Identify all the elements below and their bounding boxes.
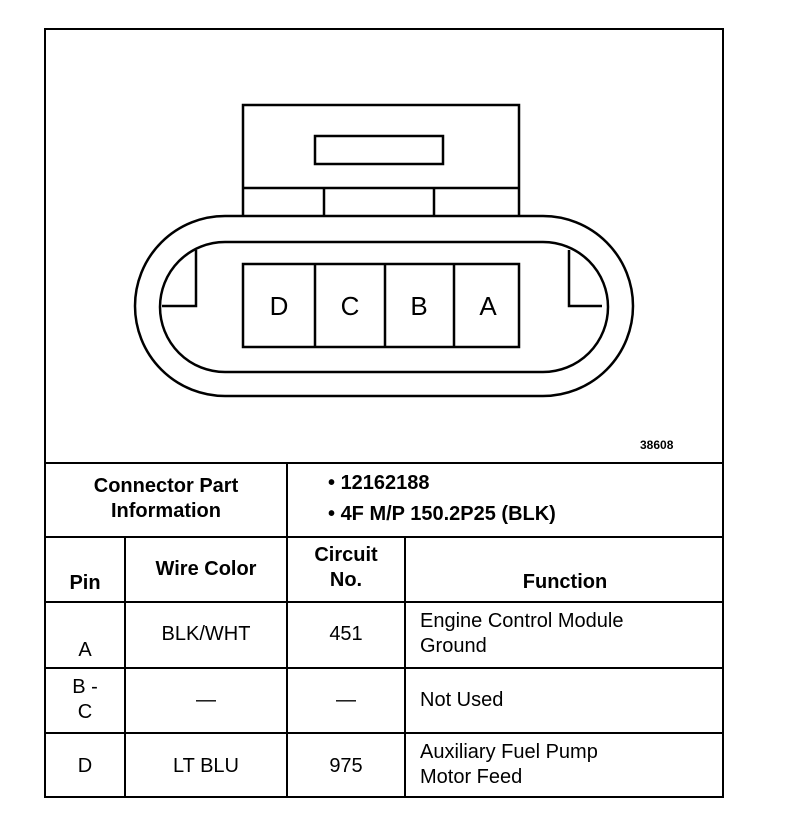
- row-bc-pin: B - C: [72, 676, 98, 723]
- row-d-function: Auxiliary Fuel Pump Motor Feed: [420, 741, 598, 788]
- header-function: Function: [522, 571, 608, 593]
- pin-label-a: A: [479, 291, 497, 321]
- grid-line: [44, 732, 724, 734]
- row-a-wire-color: BLK/WHT: [161, 623, 251, 645]
- grid-line: [286, 462, 288, 798]
- header-circuit-no: Circuit No.: [314, 544, 378, 591]
- row-bc-circuit: —: [336, 689, 356, 711]
- row-d-pin: D: [77, 755, 93, 777]
- grid-line: [44, 536, 724, 538]
- part-number: 12162188: [340, 472, 430, 494]
- figure-id: 38608: [640, 438, 674, 452]
- header-wire-color: Wire Color: [155, 558, 257, 580]
- pin-label-d: D: [270, 291, 289, 321]
- row-bc-function: Not Used: [420, 689, 504, 711]
- pin-label-c: C: [341, 291, 360, 321]
- left-key: [162, 250, 198, 308]
- latch-slot: [313, 134, 445, 166]
- row-a-pin: A: [78, 639, 92, 661]
- row-a-circuit: 451: [329, 623, 363, 645]
- part-info-list: • 12162188 • 4F M/P 150.2P25 (BLK): [328, 472, 556, 525]
- grid-line: [44, 601, 724, 603]
- grid-line: [404, 536, 406, 798]
- connector-inner-shell: [158, 240, 610, 374]
- pin-block: [241, 262, 521, 349]
- part-description: 4F M/P 150.2P25 (BLK): [340, 503, 556, 525]
- header-pin: Pin: [69, 572, 101, 594]
- part-info-label: Connector Part Information: [93, 475, 239, 522]
- row-d-circuit: 975: [329, 755, 363, 777]
- grid-line: [44, 667, 724, 669]
- grid-line: [124, 536, 126, 798]
- row-bc-wire-color: —: [196, 689, 216, 711]
- row-d-wire-color: LT BLU: [173, 755, 239, 777]
- connector-sheet-frame: [44, 28, 724, 798]
- latch-housing: [241, 103, 521, 222]
- grid-line: [44, 462, 724, 464]
- right-key: [567, 250, 602, 308]
- pin-label-b: B: [410, 291, 427, 321]
- connector-diagram: D C B A: [133, 103, 635, 398]
- row-a-function: Engine Control Module Ground: [420, 610, 624, 657]
